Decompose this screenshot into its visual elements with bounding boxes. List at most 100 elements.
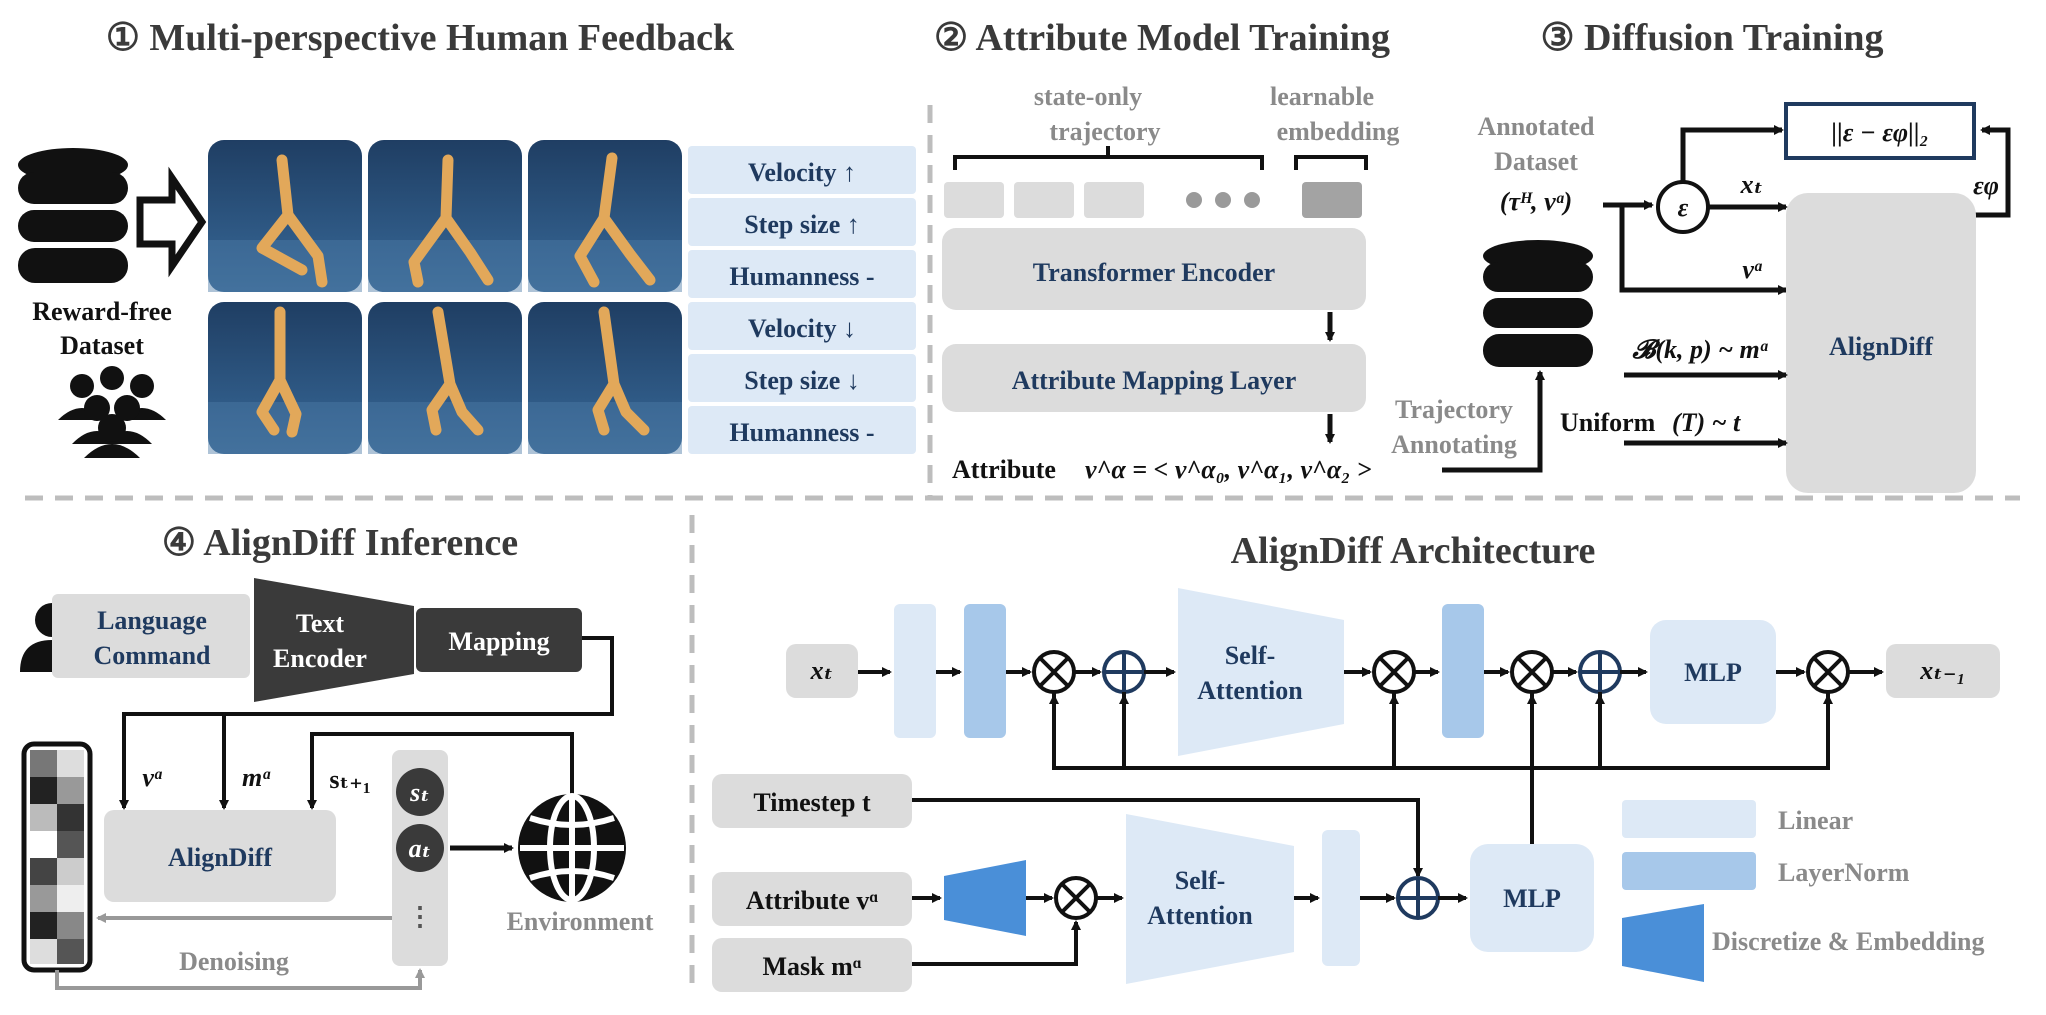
arch-mult-3	[1510, 650, 1554, 694]
walker-frame-1	[208, 140, 362, 292]
arch-mlp-2-label: MLP	[1503, 884, 1561, 913]
annotated-label-3: (τᴴ, vᵅ)	[1500, 187, 1572, 216]
mask-label: Mask mᵅ	[762, 952, 861, 981]
arch-mlp-2	[1470, 844, 1594, 952]
language-command-1: Language	[97, 606, 207, 635]
token-row	[944, 182, 1362, 218]
arch-mult-4	[1806, 650, 1850, 694]
loss-box	[1784, 102, 1976, 160]
at-node	[396, 824, 444, 872]
noise-matrix	[21, 741, 93, 973]
at-label: aₜ	[409, 834, 432, 863]
tag-stepsize-up: Step size ↑	[744, 210, 860, 239]
annotated-label-2: Dataset	[1494, 147, 1578, 176]
state-only-label-2: trajectory	[1049, 117, 1160, 146]
people-icon	[58, 366, 166, 458]
title-feedback: ① Multi-perspective Human Feedback	[106, 17, 735, 59]
arch-mult-2	[1372, 650, 1416, 694]
st-label: sₜ	[409, 778, 430, 807]
mapping-box	[416, 608, 582, 672]
uniform-rest: (T) ~ t	[1672, 408, 1741, 437]
legend-layernorm-label: LayerNorm	[1778, 858, 1910, 887]
embedding-token	[1302, 182, 1362, 218]
arch-xt-label: xₜ	[810, 656, 834, 685]
xt-label: xₜ	[1740, 170, 1764, 199]
trajectory-annotating-2: Annotating	[1391, 430, 1517, 459]
attribute-box	[712, 872, 912, 926]
denoising-label: Denoising	[179, 947, 289, 976]
text-encoder-1: Text	[296, 609, 344, 638]
legend-linear-label: Linear	[1778, 806, 1853, 835]
state-brace	[953, 146, 1264, 170]
walker-frame-6	[528, 302, 682, 454]
legend-discretize-label: Discretize & Embedding	[1712, 927, 1985, 956]
text-encoder-shape	[254, 578, 414, 702]
attribute-prefix: Attribute	[952, 455, 1056, 484]
tag-stepsize-down: Step size ↓	[744, 366, 860, 395]
aligndiff-infer-label: AlignDiff	[168, 843, 272, 872]
globe-icon	[518, 793, 626, 903]
walker-frame-4	[208, 302, 362, 454]
arch-mult-mask	[1054, 876, 1098, 920]
legend-discretize-swatch	[1622, 904, 1704, 982]
arch-main-row: xₜ Self- Attention	[786, 588, 2000, 756]
legend: Linear LayerNorm Discretize & Embedding	[1622, 800, 1985, 982]
denoise-loop	[55, 968, 425, 990]
arch-self-attn-1a: Self-	[1225, 641, 1276, 670]
attribute-mapping-box	[942, 344, 1366, 412]
attribute-formula: v^α = < v^α₀, v^α₁, v^α₂ >	[1085, 455, 1372, 484]
mapping-label: Mapping	[448, 627, 549, 656]
title-attribute-training: ② Attribute Model Training	[934, 17, 1390, 59]
eps-phi-label: εφ	[1973, 171, 1999, 200]
aligndiff-infer-box	[104, 810, 336, 902]
database-icon	[18, 148, 128, 283]
va-label: vᵅ	[1742, 255, 1763, 284]
transformer-encoder-label: Transformer Encoder	[1033, 258, 1275, 287]
arch-self-attn-2b: Attention	[1147, 901, 1253, 930]
dataset-label-line1: Reward-free	[32, 297, 172, 326]
state-only-label-1: state-only	[1034, 82, 1142, 111]
hollow-arrow-icon	[136, 166, 207, 278]
embed-brace	[1294, 155, 1368, 170]
arch-mult-1	[1032, 650, 1076, 694]
language-command-2: Command	[93, 641, 211, 670]
timestep-label: Timestep t	[753, 788, 871, 817]
arch-add-1	[1102, 650, 1146, 694]
arch-xt1-label: xₜ₋₁	[1919, 656, 1965, 685]
legend-layernorm-swatch	[1622, 852, 1756, 890]
trajectory-annotating-1: Trajectory	[1395, 395, 1513, 424]
bernoulli-label: 𝓑(k, p) ~ mᵅ	[1631, 335, 1768, 364]
arch-mlp-1	[1650, 620, 1776, 724]
loss-label: ||ε − εφ||₂	[1831, 118, 1928, 147]
tag-velocity-up: Velocity ↑	[748, 158, 856, 187]
noise-symbol: ε	[1678, 193, 1689, 222]
title-inference: ④ AlignDiff Inference	[162, 522, 518, 564]
more-dots: ⋮	[407, 902, 433, 931]
annotated-database-icon	[1483, 240, 1593, 367]
language-command-box	[52, 594, 250, 678]
walker-frame-3	[528, 140, 682, 292]
arch-mlp-1-label: MLP	[1684, 658, 1742, 687]
text-encoder-2: Encoder	[273, 644, 367, 673]
arch-self-attn-1b: Attention	[1197, 676, 1303, 705]
attribute-label: Attribute vᵅ	[746, 886, 878, 915]
arch-self-attention-2	[1126, 814, 1294, 984]
uniform-prefix: Uniform	[1560, 408, 1656, 437]
learnable-label-2: embedding	[1277, 117, 1400, 146]
attribute-mapping-label: Attribute Mapping Layer	[1012, 366, 1297, 395]
arch-linear-2	[1322, 830, 1360, 966]
mask-box	[712, 938, 912, 992]
arch-self-attn-2a: Self-	[1175, 866, 1226, 895]
feedback-tags: Velocity ↑ Step size ↑ Humanness - Veloc…	[688, 146, 916, 454]
legend-linear-swatch	[1622, 800, 1756, 838]
dataset-label-line2: Dataset	[60, 331, 144, 360]
arch-add-cond	[1396, 876, 1440, 920]
title-diffusion-training: ③ Diffusion Training	[1540, 17, 1883, 59]
arch-linear-1	[894, 604, 936, 738]
aligndiff-train-box	[1786, 193, 1976, 493]
title-architecture: AlignDiff Architecture	[1231, 530, 1596, 572]
tag-humanness-1: Humanness -	[729, 262, 874, 291]
tag-humanness-2: Humanness -	[729, 418, 874, 447]
discretize-embed-block	[944, 860, 1026, 936]
